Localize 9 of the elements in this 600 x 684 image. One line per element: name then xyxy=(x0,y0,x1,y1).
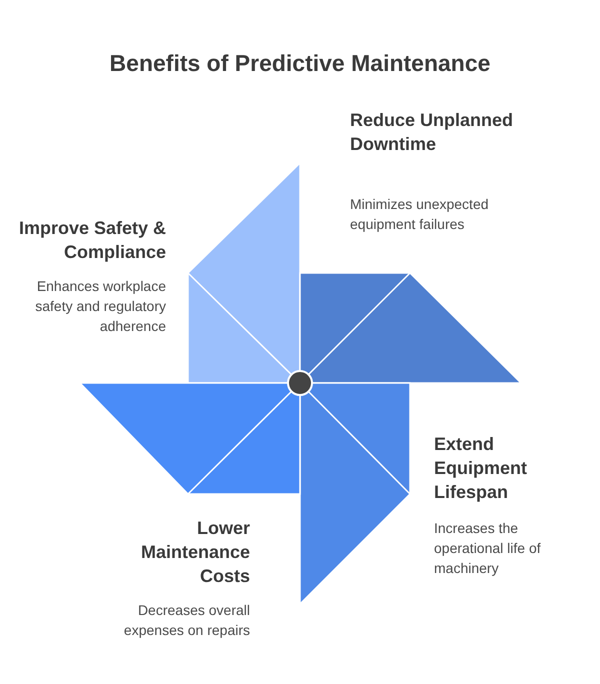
description: Minimizes unexpected equipment failures xyxy=(350,195,490,234)
description: Enhances workplace safety and regulatory adherence xyxy=(34,277,166,336)
heading: Extend Equipment Lifespan xyxy=(434,433,528,504)
description: Increases the operational life of machinery xyxy=(434,519,542,578)
heading: Reduce Unplanned Downtime xyxy=(350,109,514,156)
title: Benefits of Predictive Maintenance xyxy=(108,50,492,77)
heading: Lower Maintenance Costs xyxy=(140,517,250,588)
heading: Improve Safety & Compliance xyxy=(18,217,166,264)
description: Decreases overall expenses on repairs xyxy=(122,601,250,640)
